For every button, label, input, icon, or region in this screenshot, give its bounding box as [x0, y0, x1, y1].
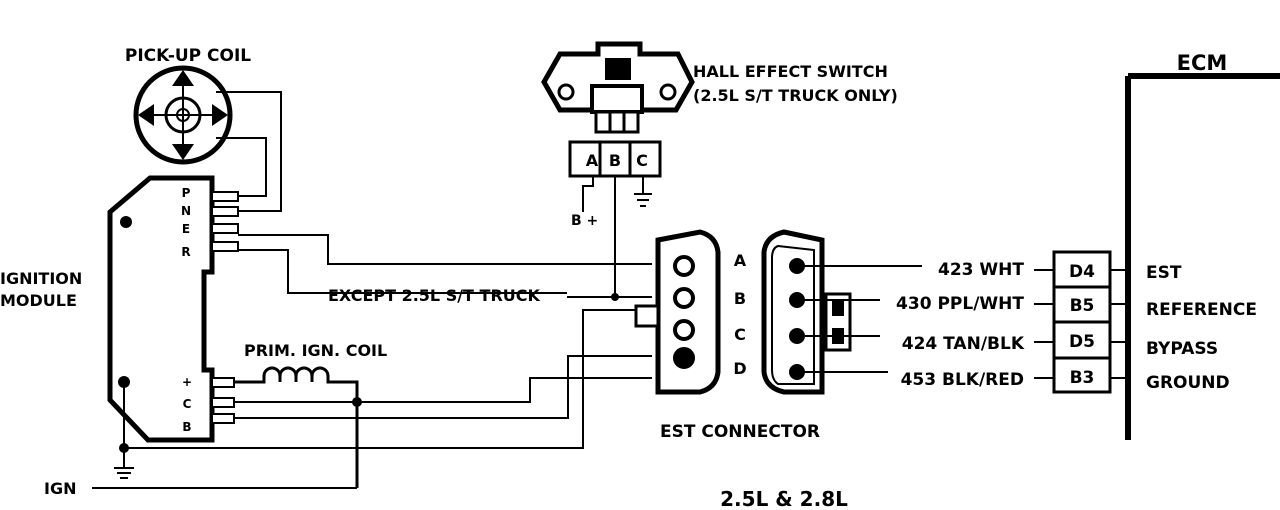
est-connector-right-half	[761, 229, 825, 395]
module-pin-e: E	[182, 222, 190, 236]
module-pin-p: P	[182, 186, 191, 200]
ecm-terminal-block	[1052, 250, 1112, 394]
terminal-b5: B5	[1070, 296, 1095, 316]
module-pin-n: N	[181, 204, 191, 218]
hall-pin-a: A	[586, 151, 599, 170]
circuit-4-wire: 453 BLK/RED	[901, 370, 1024, 390]
ignition-module-body	[107, 175, 215, 443]
circuit-3-wire: 424 TAN/BLK	[902, 334, 1025, 354]
ign-label: IGN	[44, 479, 76, 498]
hall-pin-b: B	[609, 151, 621, 170]
module-pin-b: B	[182, 420, 191, 434]
engine-caption: 2.5L & 2.8L	[720, 487, 848, 510]
prim-coil-label: PRIM. IGN. COIL	[244, 341, 387, 360]
est-pin-d: D	[733, 359, 746, 378]
module-pin-plus: +	[182, 375, 192, 389]
ignition-module-label-line2: MODULE	[0, 291, 77, 310]
hall-switch-label-line2: (2.5L S/T TRUCK ONLY)	[693, 86, 898, 105]
pickup-coil: PICK-UP COIL	[125, 46, 251, 165]
hall-pin-c: C	[636, 151, 648, 170]
est-connector-label: EST CONNECTOR	[660, 422, 820, 442]
terminal-d4: D4	[1069, 262, 1095, 282]
est-connector-left-half	[634, 229, 721, 395]
circuit-2-wire: 430 PPL/WHT	[896, 294, 1024, 314]
circuit-1-wire: 423 WHT	[938, 260, 1024, 280]
hall-switch-label-line1: HALL EFFECT SWITCH	[693, 62, 888, 81]
function-est: EST	[1146, 263, 1182, 283]
est-pin-c: C	[734, 325, 746, 344]
function-bypass: BYPASS	[1146, 339, 1218, 359]
module-pin-c: C	[183, 397, 192, 411]
terminal-b3: B3	[1070, 368, 1095, 388]
ignition-module-label-line1: IGNITION	[0, 269, 82, 288]
est-pin-a: A	[734, 251, 747, 270]
est-pin-b: B	[734, 289, 746, 308]
function-reference: REFERENCE	[1146, 300, 1257, 320]
hall-b-plus-label: B +	[571, 213, 598, 229]
ignition-module: IGNITION MODULE P N E R + C B	[0, 175, 239, 443]
function-ground: GROUND	[1146, 373, 1230, 393]
pickup-coil-label: PICK-UP COIL	[125, 46, 251, 66]
prim-ign-coil	[234, 366, 359, 488]
except-label: EXCEPT 2.5L S/T TRUCK	[328, 286, 541, 305]
ecm-boundary	[1125, 73, 1280, 440]
terminal-d5: D5	[1069, 332, 1095, 352]
ecm-label: ECM	[1177, 51, 1228, 75]
module-pin-r: R	[181, 245, 190, 259]
hall-effect-switch	[541, 41, 695, 134]
